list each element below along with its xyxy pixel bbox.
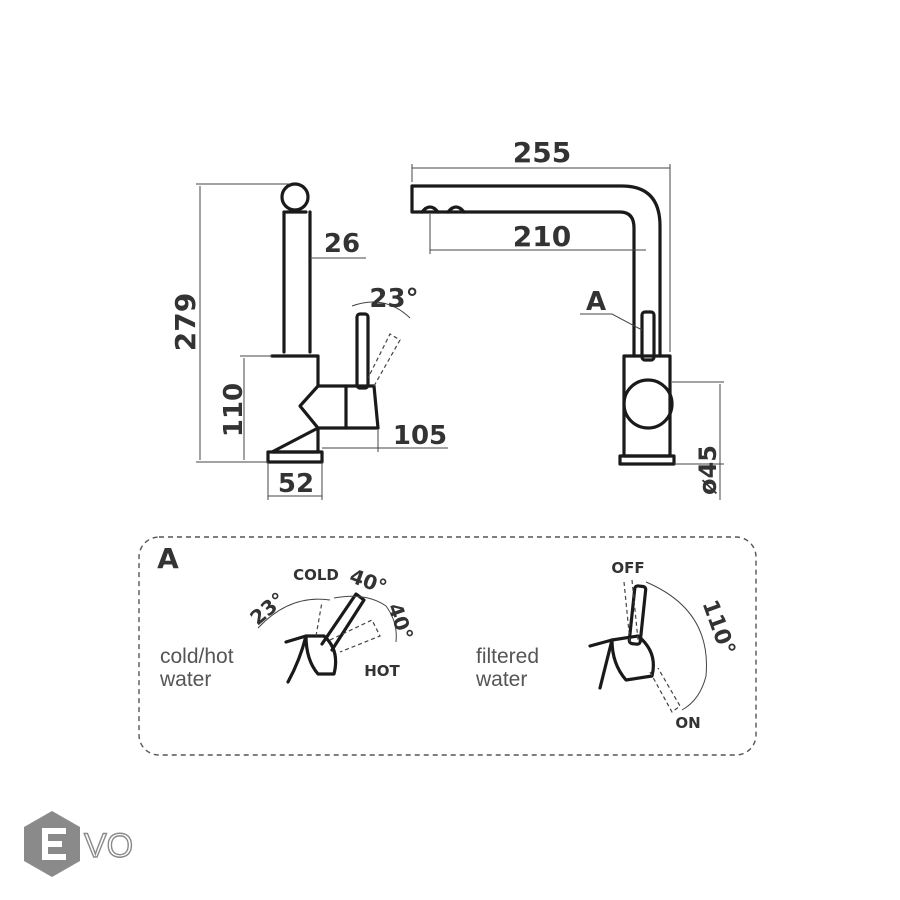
- dim-23-deg: 23°: [369, 284, 418, 314]
- front-base: [618, 454, 676, 466]
- dim-line-279: [196, 183, 290, 463]
- dim-line-52: [267, 462, 323, 500]
- lever-cap: [344, 384, 380, 430]
- label-hot: HOT: [364, 662, 400, 680]
- callout-a: A: [586, 287, 606, 317]
- angle-23-left: 23°: [245, 587, 289, 630]
- lever-housing: [298, 384, 348, 430]
- logo-e-letter: [42, 828, 66, 860]
- filter-lever-off-outline: [623, 579, 639, 643]
- angle-40-hot: 40°: [383, 600, 418, 644]
- front-body: [622, 354, 672, 458]
- arc-40-left: [333, 595, 397, 643]
- evo-logo: VO: [24, 811, 134, 877]
- dim-255: 255: [513, 136, 571, 169]
- mixer-lever-cold-outline: [315, 601, 323, 637]
- label-off: OFF: [611, 559, 644, 577]
- caption-filtered-1: filtered: [476, 645, 539, 668]
- mixer-body-left: [284, 634, 308, 684]
- dim-279: 279: [169, 293, 202, 351]
- filter-body-right: [588, 638, 614, 690]
- dim-110: 110: [219, 383, 249, 437]
- dim-105: 105: [393, 421, 447, 451]
- front-view: 255 210 A ø45: [410, 136, 724, 500]
- mixer-knob: [622, 378, 674, 430]
- angle-40-cold: 40°: [347, 564, 391, 599]
- logo-text: VO: [84, 827, 133, 865]
- filter-cap-right: [610, 634, 655, 682]
- angle-110-right: 110°: [697, 597, 740, 659]
- label-cold: COLD: [293, 566, 339, 584]
- dim-52: 52: [278, 469, 314, 499]
- dim-line-255: [411, 164, 671, 352]
- filter-lever-right: [627, 584, 648, 646]
- faucet-body: [270, 354, 320, 454]
- spout-arm: [410, 184, 662, 358]
- arc-110-right: [645, 581, 707, 711]
- dim-line-105: [322, 430, 448, 452]
- caption-filtered-2: water: [475, 668, 527, 691]
- dim-line-45: [672, 381, 724, 500]
- filter-lever: [640, 310, 656, 362]
- mixer-lever-hot-outline: [329, 619, 381, 653]
- lever-handle: [355, 312, 370, 390]
- filter-lever-on-outline: [649, 667, 681, 713]
- caption-cold-hot-2: water: [159, 668, 211, 691]
- detail-a: A cold/hot water COLD HOT 23° 40° 40° fi…: [138, 536, 757, 756]
- dim-26: 26: [324, 229, 360, 259]
- lever-tilted-outline: [367, 333, 401, 387]
- label-on: ON: [675, 714, 700, 732]
- side-view: 279 110 26 23° 105 52: [169, 182, 448, 500]
- mixer-cap-left: [304, 634, 338, 676]
- detail-title: A: [157, 542, 179, 575]
- spout-outlets: [420, 205, 466, 214]
- detail-frame: [138, 536, 757, 756]
- spout-head: [280, 182, 310, 212]
- faucet-base: [266, 450, 324, 464]
- angle-arc-23: [351, 301, 411, 319]
- arc-23-left: [257, 598, 331, 629]
- caption-cold-hot-1: cold/hot: [160, 645, 234, 668]
- dim-line-110: [240, 355, 272, 460]
- spout-tube: [282, 210, 312, 354]
- dim-45: ø45: [694, 445, 722, 495]
- dim-line-210: [429, 214, 646, 254]
- callout-leader: [580, 313, 643, 331]
- dim-210: 210: [513, 220, 571, 253]
